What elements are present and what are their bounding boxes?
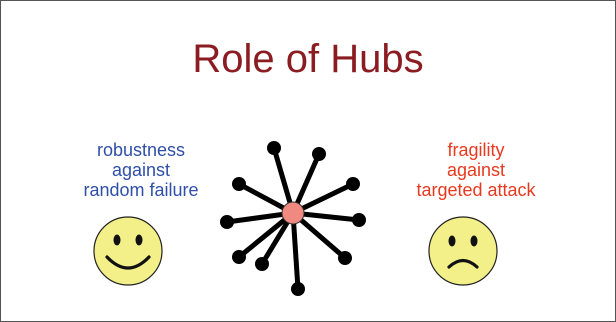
caption-line: robustness (96, 140, 186, 160)
caption-line: fragility (447, 140, 505, 160)
hub-node (281, 201, 305, 225)
hub-network-icon (220, 141, 366, 296)
caption-line: against (111, 160, 171, 180)
smiley-face-icon (93, 216, 163, 286)
caption-line: random failure (83, 180, 199, 200)
frowning-face-icon (428, 216, 498, 286)
slide-title: Role of Hubs (192, 37, 424, 81)
robustness-caption: robustness against random failure (56, 140, 226, 200)
caption-line: against (446, 160, 506, 180)
caption-line: targeted attack (416, 180, 536, 200)
fragility-caption: fragility against targeted attack (391, 140, 561, 200)
